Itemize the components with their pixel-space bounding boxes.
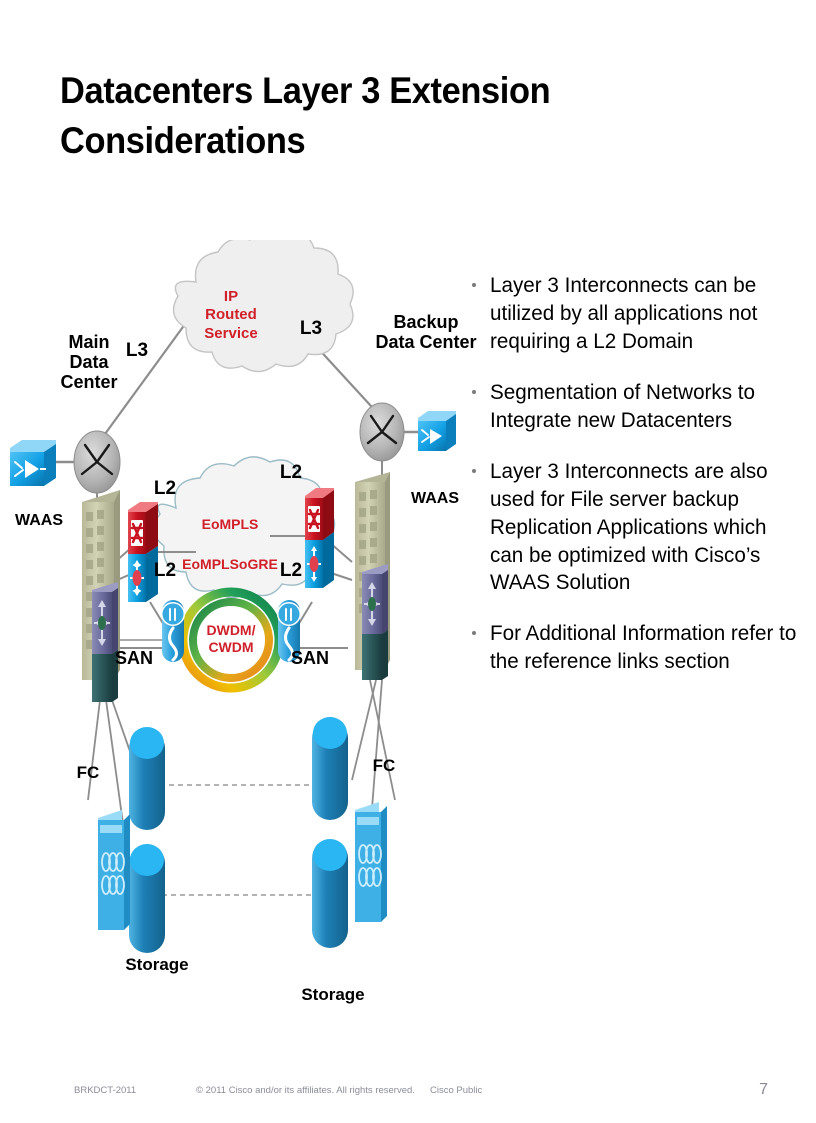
waas-left-label: WAAS (15, 512, 63, 529)
switch-stack-left-icon (128, 502, 158, 602)
eompls-o-gre-label: EoMPLSoGRE (182, 556, 278, 572)
dwdm-cwdm-label: DWDM/ CWDM (206, 622, 256, 656)
list-item: For Additional Information refer to the … (470, 620, 810, 676)
san-right-label: SAN (290, 648, 329, 668)
list-item: Segmentation of Networks to Integrate ne… (470, 379, 810, 435)
switch-stack-right-icon (305, 488, 334, 588)
bullet-dot-icon (472, 389, 476, 394)
san-switch-left-icon (92, 582, 118, 702)
bullet-text: Layer 3 Interconnects are also used for … (490, 458, 768, 595)
l2-right-bottom-label: L2 (279, 560, 303, 581)
storage-cylinder-left-top-icon (129, 727, 165, 830)
copyright-notice: © 2011 Cisco and/or its affiliates. All … (196, 1085, 415, 1096)
main-datacenter-label: Main Data Center (60, 332, 118, 393)
l2-left-bottom-label: L2 (153, 560, 177, 581)
waas-appliance-left-icon (10, 440, 56, 486)
storage-left-label: Storage (125, 955, 189, 974)
ip-routed-service-label: IP Routed Service (204, 288, 258, 342)
network-diagram: IP Routed Service EoMPLS EoMPLSoGRE DWDM… (0, 240, 477, 1030)
backup-datacenter-router-icon (359, 402, 405, 462)
bullet-dot-icon (472, 283, 476, 287)
storage-cylinder-left-bottom-icon (129, 844, 165, 953)
bullet-list: Layer 3 Interconnects can be utilized by… (470, 272, 810, 699)
disk-array-left-icon (98, 810, 130, 930)
bullet-text: Layer 3 Interconnects can be utilized by… (490, 273, 758, 353)
main-datacenter-router-icon (73, 430, 121, 494)
san-switch-right-icon (362, 564, 388, 680)
l2-left-top-label: L2 (153, 478, 177, 499)
waas-appliance-right-icon (418, 411, 456, 451)
list-item: Layer 3 Interconnects can be utilized by… (470, 272, 810, 356)
l2-right-top-label: L2 (279, 462, 303, 483)
title-line-2: Considerations (60, 119, 306, 161)
slide-footer: BRKDCT-2011 © 2011 Cisco and/or its affi… (0, 1081, 816, 1105)
l3-left-label: L3 (125, 340, 149, 361)
eompls-label: EoMPLS (201, 516, 259, 532)
backup-datacenter-label: Backup Data Center (375, 312, 477, 353)
optical-mux-right-icon (277, 600, 301, 662)
page-number: 7 (759, 1081, 768, 1098)
waas-right-label: WAAS (411, 490, 459, 507)
bullet-dot-icon (472, 631, 476, 636)
page-title: Datacenters Layer 3 Extension Considerat… (60, 66, 618, 166)
session-code: BRKDCT-2011 (74, 1085, 137, 1096)
bullet-text: For Additional Information refer to the … (490, 621, 797, 674)
disk-array-right-icon (355, 802, 387, 922)
ip-routed-cloud-shape (172, 240, 354, 373)
bullet-dot-icon (472, 468, 476, 473)
fc-right-label: FC (372, 756, 396, 775)
storage-right-label: Storage (301, 985, 365, 1004)
fc-left-label: FC (76, 763, 100, 782)
optical-mux-left-icon (161, 600, 185, 662)
storage-cylinder-right-top-icon (312, 717, 348, 820)
bullet-text: Segmentation of Networks to Integrate ne… (490, 379, 756, 432)
diagram-canvas (10, 240, 456, 953)
title-line-1: Datacenters Layer 3 Extension (60, 70, 551, 111)
list-item: Layer 3 Interconnects are also used for … (470, 458, 810, 598)
san-left-label: SAN (114, 648, 153, 668)
classification-label: Cisco Public (430, 1085, 483, 1096)
l3-right-label: L3 (299, 318, 323, 339)
storage-cylinder-right-bottom-icon (312, 839, 348, 948)
